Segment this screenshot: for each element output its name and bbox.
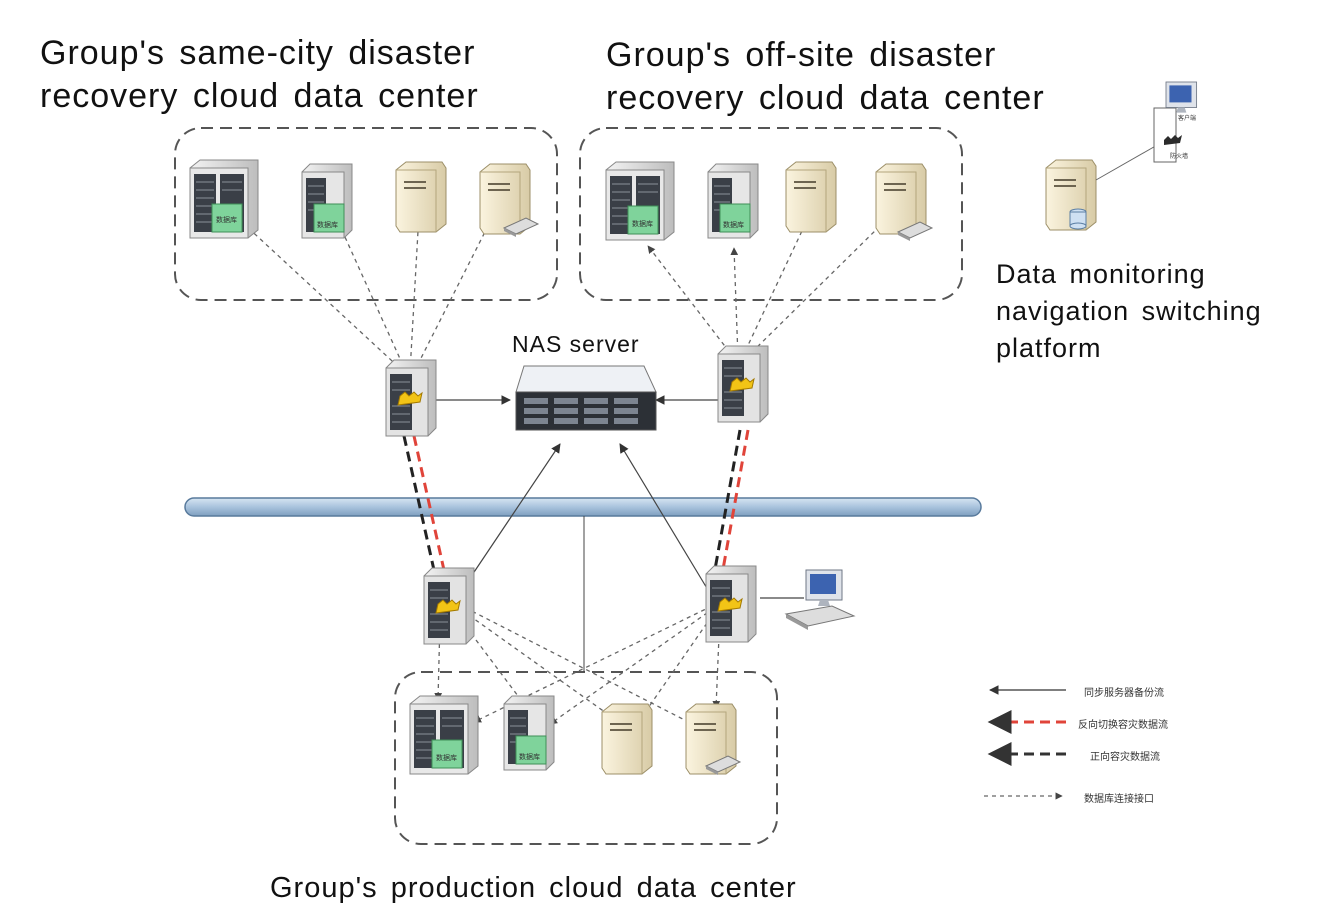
svg-text:数据库: 数据库 <box>317 220 338 229</box>
svg-text:数据库: 数据库 <box>632 219 653 228</box>
same-city-gateway-server <box>385 359 437 437</box>
production-monitor <box>784 569 856 630</box>
production-gateway-server-1 <box>423 567 475 645</box>
off-site-app-server <box>785 161 837 233</box>
legend-forward-label: 正向容灾数据流 <box>1090 752 1160 763</box>
legend-sync-label: 同步服务器备份流 <box>1084 688 1164 699</box>
same-city-dr-title: Group's same-city disaster recovery clou… <box>40 34 479 115</box>
monitor-platform-label: Data monitoring navigation switching pla… <box>996 259 1262 363</box>
db-connection-lines-production <box>434 603 721 735</box>
same-city-db-server-2: 数据库 <box>301 163 353 239</box>
monitoring-platform-server <box>1045 159 1097 231</box>
production-db-server-1: 数据库 <box>409 695 479 775</box>
db-connection-lines-same-city <box>243 195 493 373</box>
svg-text:数据库: 数据库 <box>519 752 540 761</box>
off-site-dr-title: Group's off-site disaster recovery cloud… <box>606 36 1045 117</box>
legend-symbols <box>984 685 1066 800</box>
off-site-db-server-2: 数据库 <box>707 163 759 239</box>
same-city-app-server <box>395 161 447 233</box>
client-panel <box>1153 107 1177 163</box>
firewall-icon <box>1164 135 1182 145</box>
production-title: Group's production cloud data center <box>270 872 797 904</box>
production-app-server <box>601 703 653 775</box>
svg-text:数据库: 数据库 <box>723 220 744 229</box>
network-backbone <box>184 497 982 517</box>
firewall-tag: 防火墙 <box>1170 152 1188 160</box>
production-gateway-server-2 <box>705 565 757 643</box>
svg-text:数据库: 数据库 <box>436 753 457 762</box>
nas-server <box>515 365 657 431</box>
svg-text:数据库: 数据库 <box>216 215 237 224</box>
production-cluster-box <box>394 671 778 845</box>
same-city-cluster-box <box>174 127 558 301</box>
legend-reverse-label: 反向切换容灾数据流 <box>1078 720 1168 731</box>
off-site-gateway-server <box>717 345 769 423</box>
production-db-server-2: 数据库 <box>503 695 555 771</box>
reverse-dr-flows <box>412 429 750 589</box>
off-site-cluster-box <box>579 127 963 301</box>
sync-backup-flows <box>434 395 804 599</box>
nas-server-label: NAS server <box>512 331 640 357</box>
same-city-db-server-1: 数据库 <box>189 159 259 239</box>
forward-dr-flows <box>402 429 742 589</box>
client-tag: 客户端 <box>1178 114 1196 122</box>
legend-db-label: 数据库连接接口 <box>1084 794 1154 805</box>
db-connection-lines-off-site <box>647 213 885 359</box>
off-site-db-server-1: 数据库 <box>605 161 675 241</box>
